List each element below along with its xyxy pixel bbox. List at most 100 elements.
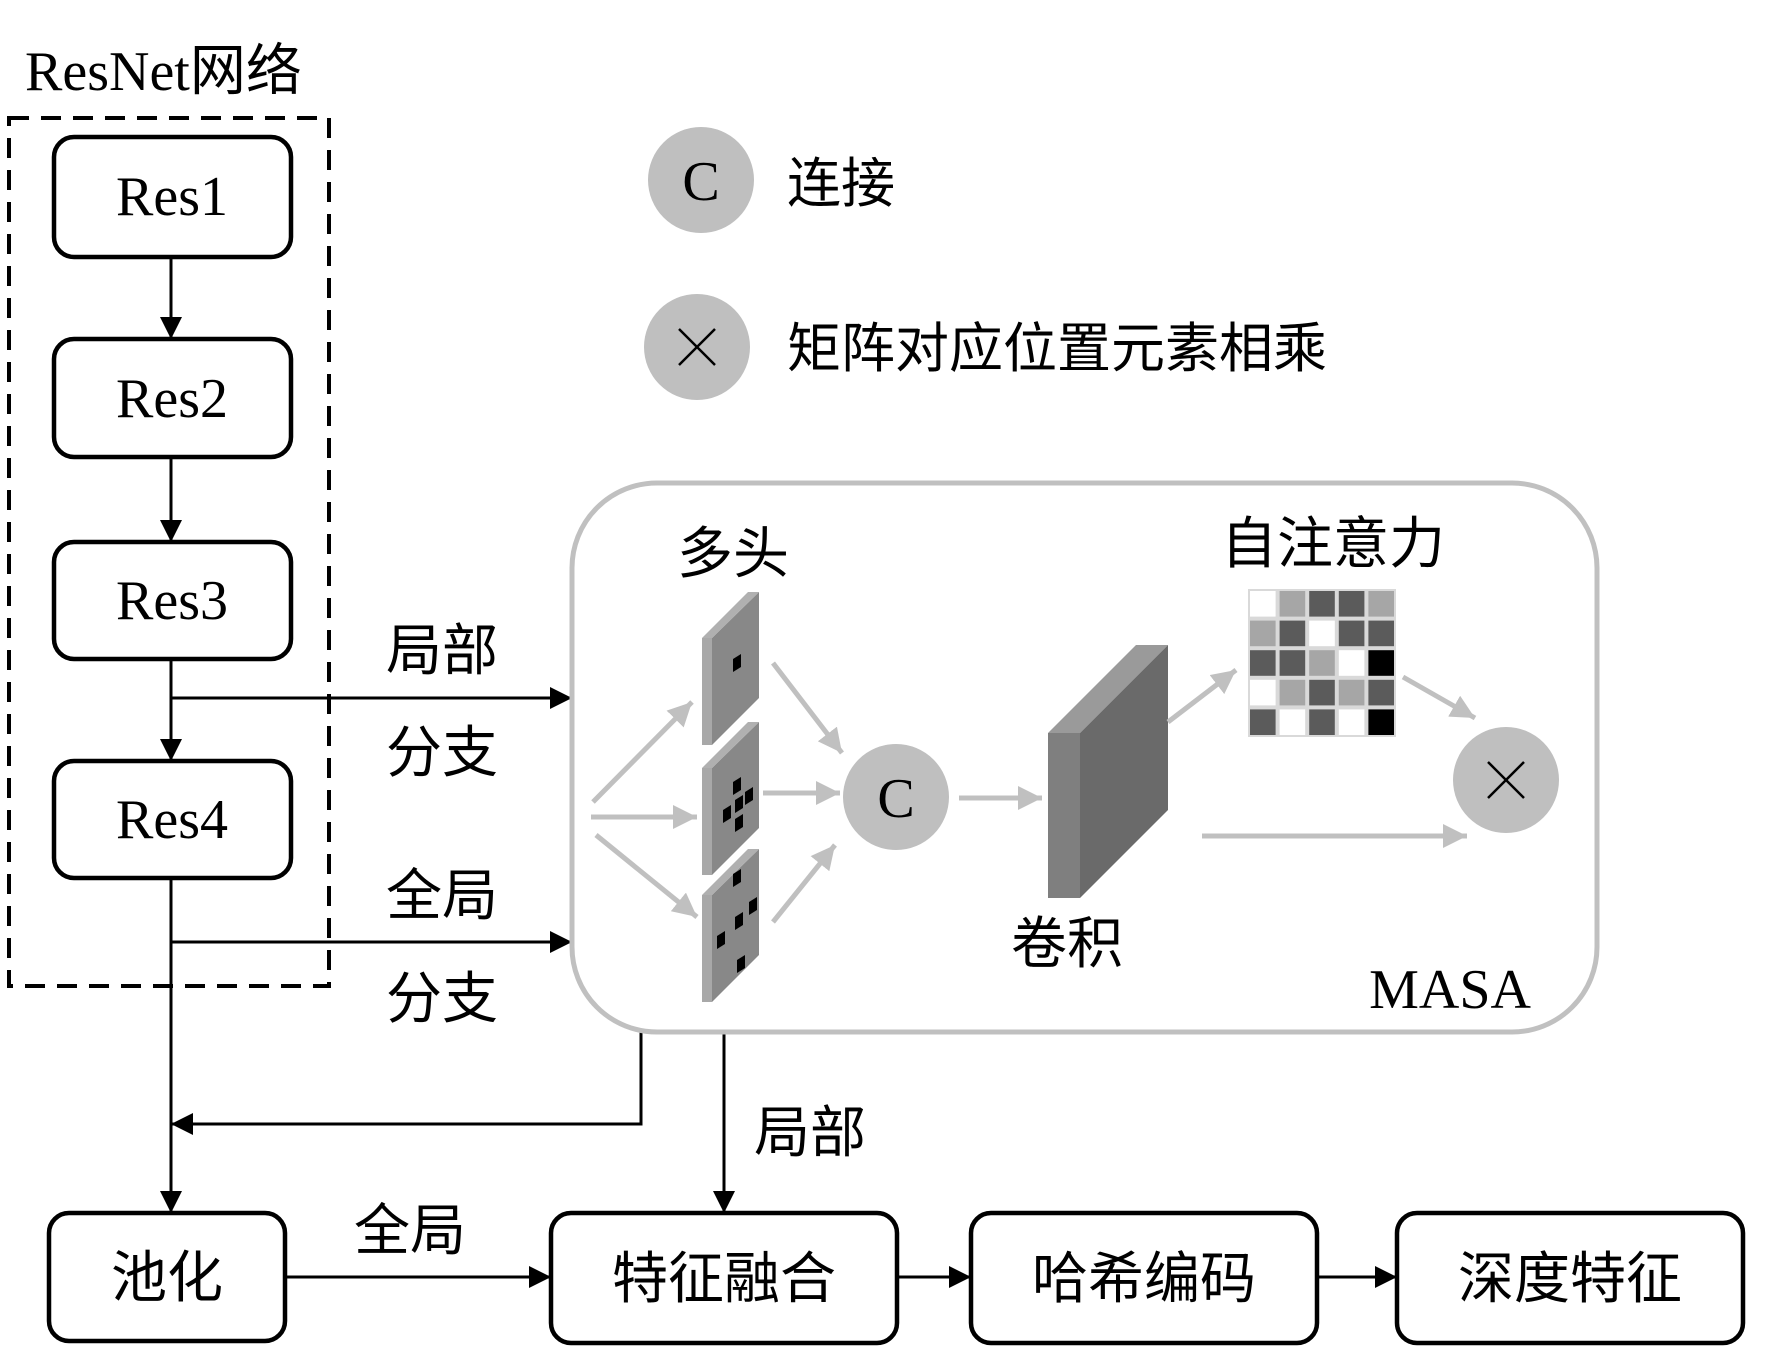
resnet-container <box>7 116 331 988</box>
head-top-face <box>702 592 759 638</box>
attention-cell <box>1279 709 1306 735</box>
attention-cell <box>1368 591 1394 617</box>
head-side-face <box>702 638 712 745</box>
arrow-input-head-1 <box>591 700 694 804</box>
arrow-masa-global-return <box>171 1032 643 1135</box>
attention-cell <box>1309 679 1335 706</box>
attention-cell <box>1338 620 1365 647</box>
attention-cell <box>1250 591 1276 617</box>
attention-cell <box>1309 650 1335 676</box>
hash-box[interactable]: 哈希编码 <box>968 1210 1320 1346</box>
attention-cell <box>1368 620 1394 647</box>
masa-label: MASA <box>1369 959 1531 1021</box>
attention-head-2 <box>702 722 759 875</box>
attention-cell <box>1250 679 1276 706</box>
conv-block <box>1048 645 1168 898</box>
legend-concat-symbol: C <box>682 151 719 213</box>
arrow-head-3-concat <box>771 843 837 924</box>
legend-multiply: 矩阵对应位置元素相乘 <box>644 294 1327 400</box>
arrow-input-head-3 <box>594 833 699 919</box>
head-activation-dot <box>745 787 753 805</box>
attention-head-3 <box>702 849 759 1002</box>
attention-cell <box>1279 620 1306 647</box>
res-block-2[interactable]: Res2 <box>51 336 294 460</box>
res-block-2-label: Res2 <box>116 368 228 430</box>
attention-head-1 <box>702 592 759 745</box>
global-branch-label-1: 全局 <box>386 866 498 928</box>
multihead-label: 多头 <box>677 524 789 586</box>
attention-cell <box>1309 620 1335 647</box>
legend-concat-label: 连接 <box>787 154 895 214</box>
attention-cell <box>1309 709 1335 735</box>
head-activation-dot <box>735 912 743 930</box>
attention-cell <box>1338 650 1365 676</box>
deep-feature-box[interactable]: 深度特征 <box>1394 1210 1746 1346</box>
attention-cell <box>1368 650 1394 676</box>
head-side-face <box>702 768 712 875</box>
attention-cell <box>1250 620 1276 647</box>
res-block-4[interactable]: Res4 <box>51 758 294 881</box>
conv-label: 卷积 <box>1011 914 1123 976</box>
local-branch-label-2: 分支 <box>386 723 498 785</box>
attention-cell <box>1279 650 1306 676</box>
attention-cell <box>1338 679 1365 706</box>
head-top-face <box>702 849 759 895</box>
res-block-3[interactable]: Res3 <box>51 539 294 662</box>
conv-side-face <box>1080 645 1168 898</box>
head-activation-dot <box>717 931 725 949</box>
fusion-label: 特征融合 <box>612 1249 836 1311</box>
attention-cell <box>1250 650 1276 676</box>
res-block-3-label: Res3 <box>116 570 228 632</box>
head-activation-dot <box>735 795 743 813</box>
local-branch-label-1: 局部 <box>386 621 498 683</box>
head-front-face <box>712 722 759 875</box>
legend-multiply-label: 矩阵对应位置元素相乘 <box>787 319 1327 379</box>
arrow-conv-attention <box>1166 668 1238 724</box>
attention-cell <box>1309 591 1335 617</box>
multiply-operator <box>1453 727 1559 833</box>
attention-cell <box>1279 591 1306 617</box>
head-activation-dot <box>723 805 731 823</box>
multiply-x-icon <box>678 328 716 366</box>
deep-feature-label: 深度特征 <box>1458 1249 1682 1311</box>
attention-cell <box>1368 679 1394 706</box>
arrow-head-1-concat <box>771 661 844 755</box>
concat-circle-icon <box>648 127 754 233</box>
local-edge-label: 局部 <box>754 1103 866 1165</box>
res-block-4-label: Res4 <box>116 789 228 851</box>
attention-cell <box>1338 709 1365 735</box>
head-activation-dot <box>735 814 743 832</box>
attention-cell <box>1250 709 1276 735</box>
pooling-label: 池化 <box>111 1248 223 1310</box>
concat-circle-icon <box>843 744 949 850</box>
attention-matrix <box>1248 589 1396 737</box>
head-activation-dot <box>749 897 757 915</box>
arrow-attention-multiply <box>1401 674 1477 721</box>
global-edge-label: 全局 <box>354 1201 466 1263</box>
concat-operator: C <box>843 744 949 850</box>
conv-front-face <box>1048 733 1080 898</box>
res-block-1-label: Res1 <box>116 166 228 228</box>
head-top-face <box>702 722 759 768</box>
head-activation-dot <box>733 777 741 795</box>
conv-top-face <box>1048 645 1168 733</box>
global-branch-label-2: 分支 <box>386 969 498 1031</box>
head-activation-dot <box>733 654 741 672</box>
resnet-title: ResNet网络 <box>25 41 302 103</box>
attention-heads <box>702 592 759 1002</box>
self-attention-label: 自注意力 <box>1221 514 1445 576</box>
res-block-1[interactable]: Res1 <box>51 134 294 260</box>
attention-cell <box>1279 679 1306 706</box>
attention-cell <box>1338 591 1365 617</box>
pooling-box[interactable]: 池化 <box>46 1210 288 1344</box>
multiply-x-icon <box>1487 761 1525 799</box>
attention-cell <box>1368 709 1394 735</box>
head-activation-dot <box>737 955 745 973</box>
fusion-box[interactable]: 特征融合 <box>548 1210 900 1346</box>
legend-concat: C 连接 <box>648 127 895 233</box>
head-activation-dot <box>733 869 741 887</box>
head-side-face <box>702 895 712 1002</box>
hash-label: 哈希编码 <box>1032 1249 1256 1311</box>
concat-symbol: C <box>877 768 914 830</box>
